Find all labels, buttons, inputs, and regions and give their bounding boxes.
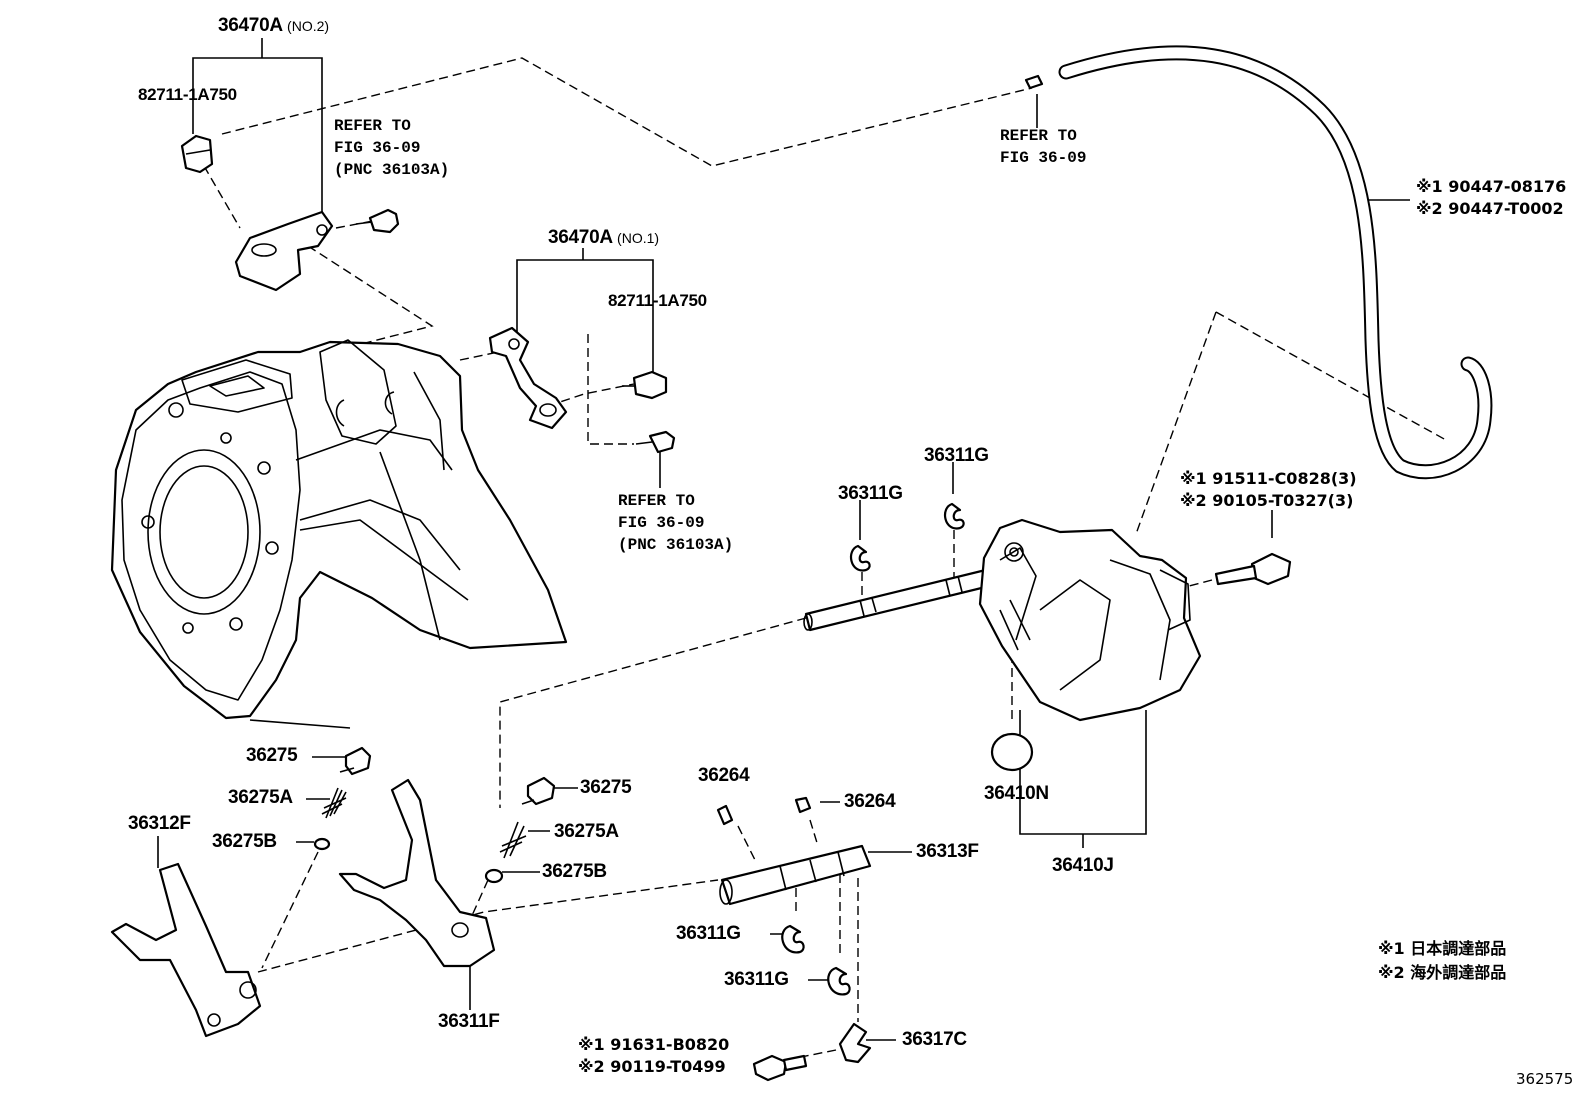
label-plug-mid: 36275 [580, 777, 632, 798]
label-spring-mid: 36275A [554, 821, 619, 842]
label-note-2: ※2 海外調達部品 [1378, 963, 1507, 982]
shift-fork-mid [338, 778, 496, 968]
label-fork-left: 36312F [128, 813, 191, 834]
label-bolt-cover-2: ※2 90105-T0327(3) [1180, 491, 1354, 510]
label-oring: 36410N [984, 783, 1049, 804]
label-bolt-cover-1: ※1 91511-C0828(3) [1180, 469, 1357, 488]
ball-left [313, 837, 331, 851]
label-bolt-low-1: ※1 91631-B0820 [578, 1035, 730, 1054]
label-ring-low1: 36311G [676, 923, 741, 944]
label-bracket-no2: 36470A (NO.2) [218, 15, 330, 36]
label-hose-1: ※1 90447-08176 [1416, 177, 1567, 196]
o-ring [990, 732, 1034, 772]
label-bracket-no1: 36470A (NO.1) [548, 227, 660, 248]
bolt-cover [1214, 552, 1292, 586]
sensor-mid [622, 370, 668, 400]
label-ring-left: 36311G [838, 483, 903, 504]
label-cover-assy: 36410J [1052, 855, 1114, 876]
label-spring-left: 36275A [228, 787, 293, 808]
shift-shaft-upper [803, 564, 1008, 632]
label-plug-left: 36275 [246, 745, 298, 766]
shift-shaft-lower [719, 844, 872, 906]
breather-hose [1024, 45, 1493, 480]
label-refer-mid: REFER TO FIG 36-09 (PNC 36103A) [618, 492, 734, 554]
figure-number: 362575 [1516, 1070, 1574, 1088]
label-sensor-mid: 82711-1A750 [608, 291, 707, 310]
label-bolt-low-2: ※2 90119-T0499 [578, 1057, 726, 1076]
ring-upper-left [849, 544, 871, 572]
shift-fork-left [110, 862, 262, 1038]
label-refer-top: REFER TO FIG 36-09 (PNC 36103A) [334, 117, 450, 179]
leader-lines [157, 38, 1410, 1041]
bolt-mid [635, 430, 676, 454]
ring-lower-1 [781, 924, 805, 954]
stopper [838, 1022, 872, 1064]
label-stopper: 36317C [902, 1029, 967, 1050]
pin-right [794, 796, 812, 814]
plug-left [339, 746, 372, 776]
bolt-low [752, 1054, 808, 1082]
label-ball-left: 36275B [212, 831, 277, 852]
label-pin-left: 36264 [698, 765, 750, 786]
label-refer-hose: REFER TO FIG 36-09 [1000, 127, 1087, 167]
label-sensor-top: 82711-1A750 [138, 85, 237, 104]
bracket-no2 [234, 210, 334, 292]
label-pin-right: 36264 [844, 791, 896, 812]
ball-mid [484, 868, 504, 884]
shift-cover [978, 518, 1202, 722]
spring-left [321, 787, 347, 819]
bolt-top [355, 208, 400, 234]
ring-upper-right [943, 502, 965, 530]
label-ring-low2: 36311G [724, 969, 789, 990]
label-fork-mid: 36311F [438, 1011, 500, 1032]
label-note-1: ※1 日本調達部品 [1378, 939, 1507, 958]
bracket-no1 [488, 326, 568, 430]
ring-lower-2 [827, 966, 851, 996]
spring-mid [499, 821, 527, 859]
label-ring-right: 36311G [924, 445, 989, 466]
sensor-top [180, 134, 214, 174]
pin-left [716, 804, 734, 826]
label-shaft: 36313F [916, 841, 979, 862]
transmission-case [110, 339, 568, 720]
label-ball-mid: 36275B [542, 861, 607, 882]
plug-mid [521, 776, 556, 806]
label-hose-2: ※2 90447-T0002 [1416, 199, 1564, 218]
